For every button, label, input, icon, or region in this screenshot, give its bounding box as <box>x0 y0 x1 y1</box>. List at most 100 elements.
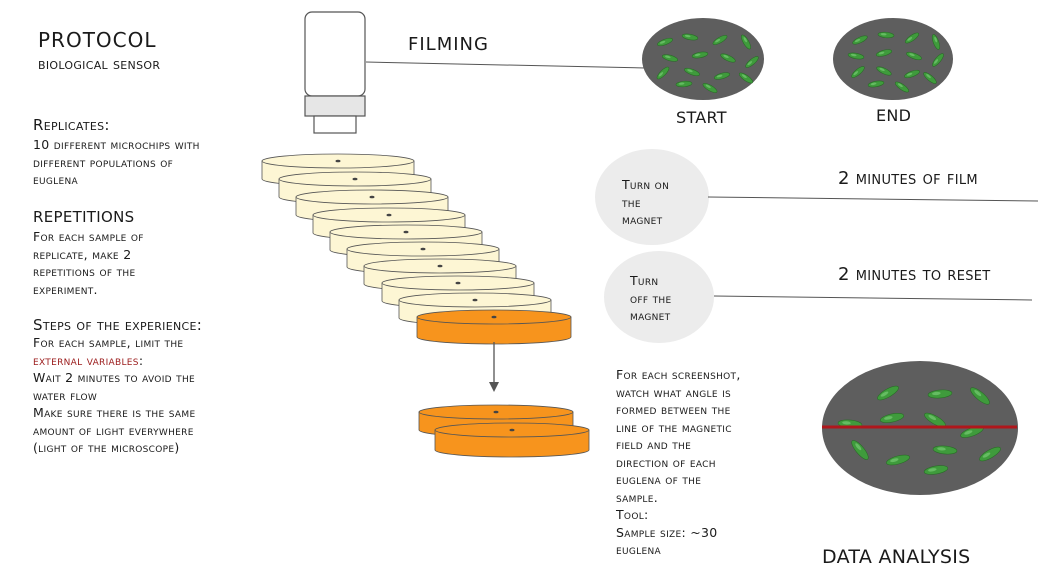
replicates-line: euglena <box>33 172 78 187</box>
magnet-off-line: off the <box>630 290 672 306</box>
steps-heading: Steps of the experience: <box>33 316 203 334</box>
euglena-cell <box>932 445 958 455</box>
steps-line: Make sure there is the same <box>33 405 196 420</box>
euglena-cell <box>661 54 679 62</box>
euglena-cell <box>979 446 1001 462</box>
magnet-on-text: Turn on the magnet <box>622 176 669 229</box>
filming-connector <box>365 61 646 69</box>
magnet-off-circle <box>604 251 714 343</box>
euglena-cell <box>741 34 751 50</box>
analysis-line: For each screenshot, <box>616 367 741 382</box>
euglena-sample-analysis <box>822 361 1018 495</box>
euglena-cell <box>875 49 893 57</box>
euglena-cell <box>877 385 899 401</box>
filming-label: FILMING <box>408 34 489 55</box>
steps-line-external: external variables: <box>33 352 263 370</box>
protocol-subtitle: biological sensor <box>38 55 161 73</box>
steps-line: For each sample, limit the <box>33 335 184 350</box>
analysis-line: direction of each <box>616 454 716 470</box>
petri-dish-stack <box>261 153 572 345</box>
euglena-cell <box>713 72 731 80</box>
reset-duration-line <box>713 295 1033 301</box>
euglena-cell <box>877 31 895 39</box>
analysis-line: Tool: <box>616 507 649 522</box>
analysis-line: line of the magnetic <box>616 419 732 435</box>
steps-line: water flow <box>33 387 98 403</box>
euglena-cell <box>904 32 920 44</box>
replicates-line: different populations of <box>33 154 174 170</box>
film-duration-label: 2 minutes of film <box>838 168 978 189</box>
magnet-off-line: Turn <box>630 273 659 288</box>
euglena-cell <box>691 51 709 59</box>
steps-line: amount of light everywhere <box>33 422 194 438</box>
euglena-cell <box>970 387 990 405</box>
euglena-cell <box>867 80 885 88</box>
euglena-cell <box>931 34 941 50</box>
euglena-cell <box>681 33 699 41</box>
magnet-off-line: magnet <box>630 308 671 323</box>
colon: : <box>138 352 144 368</box>
euglena-cell <box>923 465 949 475</box>
euglena-cell <box>851 66 865 78</box>
steps-text: For each sample, limit the external vari… <box>33 334 263 457</box>
repetitions-text: For each sample of replicate, make 2 rep… <box>33 228 253 298</box>
reset-duration-label: 2 minutes to reset <box>838 264 991 285</box>
euglena-cell <box>906 51 922 61</box>
magnet-off-text: Turn off the magnet <box>630 272 671 325</box>
protocol-title: PROTOCOL <box>38 28 157 52</box>
steps-line: (light of the microscope) <box>33 440 180 455</box>
analysis-line: formed between the <box>616 402 731 417</box>
analysis-line: field and the <box>616 437 692 452</box>
repetitions-line: For each sample of <box>33 229 144 244</box>
euglena-cell <box>886 454 910 466</box>
analysis-line: Sample size: ~30 <box>616 524 718 540</box>
euglena-sample-end <box>833 18 953 100</box>
euglena-cell <box>675 80 693 88</box>
end-label: END <box>876 106 912 125</box>
analysis-text: For each screenshot, watch what angle is… <box>616 366 816 559</box>
data-analysis-label: DATA ANALYSIS <box>822 546 971 568</box>
euglena-cell <box>847 52 865 60</box>
repetitions-line: experiment. <box>33 281 98 297</box>
euglena-cell <box>932 53 944 67</box>
magnet-on-circle <box>595 149 709 245</box>
euglena-cell <box>712 35 728 45</box>
replicates-heading: Replicates: <box>33 116 110 134</box>
start-label: START <box>676 108 727 127</box>
separated-dishes <box>418 404 590 458</box>
steps-line: Wait 2 minutes to avoid the <box>33 370 196 385</box>
repetitions-heading: REPETITIONS <box>33 208 135 226</box>
petri-dish-separated <box>434 422 590 458</box>
euglena-cell <box>684 67 700 77</box>
euglena-cell <box>657 37 673 47</box>
microscope-icon <box>304 11 366 134</box>
analysis-line: sample. <box>616 489 659 505</box>
petri-dish-selected <box>416 309 572 345</box>
euglena-cell <box>879 413 905 423</box>
analysis-line: euglena <box>616 542 661 557</box>
euglena-cell <box>876 66 892 76</box>
euglena-cell <box>745 56 759 68</box>
euglena-cell <box>851 440 869 460</box>
film-duration-line <box>707 196 1038 202</box>
analysis-line: watch what angle is <box>616 384 732 400</box>
euglena-cell <box>904 69 920 79</box>
replicates-line: 10 different microchips with <box>33 137 200 152</box>
magnet-on-line: magnet <box>622 212 663 227</box>
magnet-on-line: the <box>622 194 641 210</box>
euglena-cell <box>927 389 953 399</box>
analysis-line: euglena of the <box>616 472 702 487</box>
down-arrow-icon <box>489 342 499 392</box>
euglena-cell <box>894 81 910 93</box>
repetitions-line: repetitions of the <box>33 264 136 279</box>
magnet-on-line: Turn on <box>622 177 670 192</box>
euglena-sample-start <box>642 18 764 100</box>
external-variables-label: external variables <box>33 352 139 368</box>
euglena-cell <box>702 83 718 93</box>
euglena-cell <box>738 72 754 84</box>
euglena-cell <box>656 66 670 80</box>
replicates-text: 10 different microchips with different p… <box>33 136 253 189</box>
repetitions-line: replicate, make 2 <box>33 246 132 262</box>
euglena-cell <box>923 72 937 84</box>
